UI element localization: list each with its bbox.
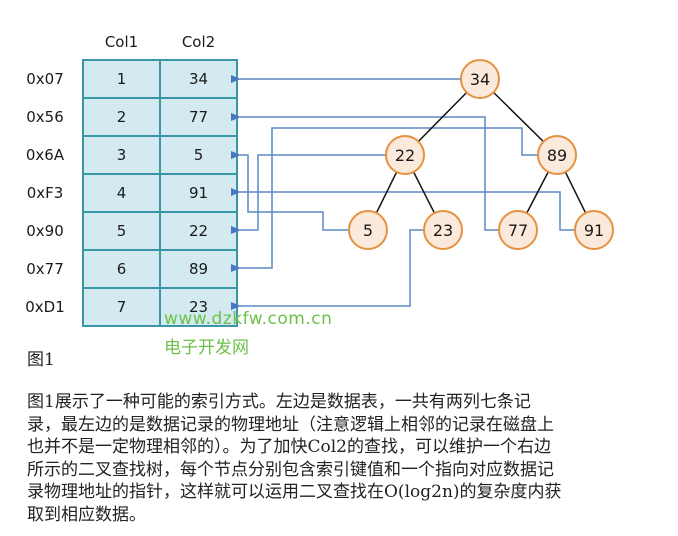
node-circle: [537, 135, 577, 175]
col2-value: 22: [189, 222, 208, 240]
paragraph-line: 录物理地址的指针，这样就可以运用二叉查找在O(log2n)的复杂度内获: [27, 482, 562, 502]
node-circle: [460, 59, 500, 99]
tree-node: 5: [348, 210, 388, 250]
tree-edge: [412, 171, 436, 214]
row-address: 0x6A: [26, 146, 65, 164]
tree-edge: [417, 91, 468, 143]
table-row: 0xD1 7 23: [25, 287, 238, 327]
col1-cell: [82, 287, 161, 327]
paragraph-line: 取到相应数据。: [27, 504, 146, 525]
node-label: 77: [508, 221, 528, 240]
tree-node: 77: [498, 210, 538, 250]
col2-value: 23: [189, 298, 208, 316]
node-label: 89: [547, 146, 567, 165]
tree-node: 89: [537, 135, 577, 175]
col2-cell: [159, 249, 238, 289]
tree-node: 23: [423, 210, 463, 250]
tree-edge: [492, 91, 545, 143]
node-circle: [574, 210, 614, 250]
col1-value: 2: [117, 108, 127, 126]
col2-value: 77: [189, 108, 208, 126]
table-row: 0xF3 4 91: [27, 173, 238, 213]
row-address: 0x56: [26, 108, 64, 126]
paragraph-line: 录，最左边的是数据记录的物理地址（注意逻辑上相邻的记录在磁盘上: [27, 414, 554, 435]
table-row: 0x07 1 34: [26, 59, 238, 99]
tree-edge: [375, 171, 398, 214]
col1-value: 6: [117, 260, 127, 278]
pointer-arrow: [231, 151, 349, 231]
node-label: 91: [584, 221, 604, 240]
node-circle: [348, 210, 388, 250]
tree-node: 34: [460, 59, 500, 99]
col2-cell: [159, 287, 238, 327]
col2-cell: [159, 211, 238, 251]
row-address: 0xD1: [25, 298, 65, 316]
tree-node: 22: [385, 135, 425, 175]
node-label: 5: [363, 221, 373, 240]
tree-edge: [564, 171, 587, 214]
index-diagram: Col1 Col2 0x07 1 34 0x56 2 77 0x6A 3 5 0xF3 4 91 0x90…: [25, 33, 614, 327]
tree-edge: [526, 171, 549, 214]
table-row: 0x77 6 89: [26, 249, 238, 289]
pointer-arrow: [231, 188, 575, 231]
col2-value: 5: [194, 146, 204, 164]
pointer-arrow: [231, 229, 424, 310]
table-row: 0x90 5 22: [26, 211, 238, 251]
node-label: 23: [433, 221, 453, 240]
pointer-arrow: [231, 127, 538, 272]
node-circle: [423, 210, 463, 250]
col2-value: 89: [189, 260, 208, 278]
col2-value: 91: [189, 184, 208, 202]
col1-value: 7: [117, 298, 127, 316]
column-header: Col2: [182, 33, 215, 51]
paragraph-line: 也并不是一定物理相邻的）。为了加快Col2的查找，可以维护一个右边: [27, 437, 551, 457]
paragraph-line: 所示的二叉查找树，每个节点分别包含索引键值和一个指向对应数据记: [27, 459, 554, 480]
table-row: 0x56 2 77: [26, 97, 238, 137]
table-row: 0x6A 3 5: [26, 135, 238, 175]
col2-cell: [159, 135, 238, 175]
col1-value: 5: [117, 222, 127, 240]
node-circle: [385, 135, 425, 175]
paragraph-line: 图1展示了一种可能的索引方式。左边是数据表，一共有两列七条记: [27, 392, 531, 412]
watermark-url: www.dzkfw.com.cn: [164, 309, 333, 329]
column-header: Col1: [105, 33, 138, 51]
col1-value: 3: [117, 146, 127, 164]
pointer-arrow: [231, 113, 499, 231]
description-paragraph: 图1展示了一种可能的索引方式。左边是数据表，一共有两列七条记 录，最左边的是数据…: [27, 391, 657, 526]
figure-label: 图1: [27, 350, 55, 370]
row-address: 0xF3: [27, 184, 64, 202]
node-circle: [498, 210, 538, 250]
col2-value: 34: [189, 70, 208, 88]
node-label: 22: [395, 146, 415, 165]
tree-node: 91: [574, 210, 614, 250]
watermark-name: 电子开发网: [164, 338, 249, 358]
node-label: 34: [470, 70, 490, 89]
col2-cell: [159, 173, 238, 213]
col1-value: 1: [117, 70, 127, 88]
col1-value: 4: [117, 184, 127, 202]
row-address: 0x77: [26, 260, 64, 278]
row-address: 0x07: [26, 70, 64, 88]
row-address: 0x90: [26, 222, 64, 240]
